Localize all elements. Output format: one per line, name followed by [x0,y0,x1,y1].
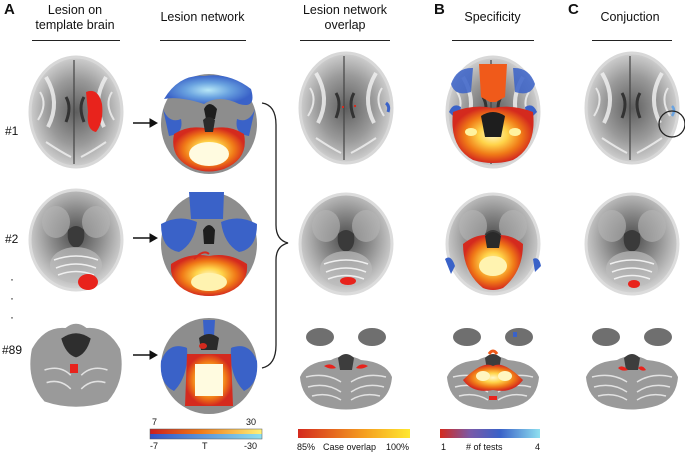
header-lesion-on-template-line2: template brain [35,18,115,32]
tscale-label: T [202,441,208,451]
header-rule-col5 [592,40,672,41]
col3-row3-overlap [299,327,393,411]
case-ellipsis-1: · [10,272,14,286]
col4-row2-specificity [445,192,541,296]
arrow-row2 [133,233,159,243]
lesion-mark [70,364,78,373]
overlap-min: 85% [297,442,316,452]
tests-min: 1 [441,442,447,452]
overlap-label: Case overlap [323,442,377,452]
header-specificity: Specificity [464,10,521,24]
panel-letter-a: A [4,1,15,18]
col1-row1-brain [28,55,124,169]
panel-letter-b: B [434,1,445,18]
col2-row1-network [161,74,257,174]
lesion-mark [78,274,98,290]
header-conjunction: Conjuction [600,10,660,24]
col3-row2-overlap [298,192,394,296]
header-overlap-line2: overlap [324,18,366,32]
case-label-2: #2 [5,232,19,246]
col5-row1-conjunction [584,51,685,165]
lesion-mark [86,90,103,132]
colorbar-tests [440,429,540,438]
header-overlap: Lesion network overlap [285,3,405,33]
header-lesion-network: Lesion network [160,10,245,24]
col5-row2-conjunction [584,192,680,296]
col4-row1-specificity [445,55,541,169]
tscale-pos-max: 30 [246,417,257,427]
header-rule-col4 [452,40,534,41]
highlight-circle [658,110,685,138]
col2-row2-network [161,192,257,296]
col5-row3-conjunction [585,327,679,411]
header-lesion-on-template-line1: Lesion on [47,3,103,17]
arrow-row1 [133,118,159,128]
case-ellipsis-2: · [10,291,14,305]
header-rule-col2 [160,40,246,41]
panel-letter-c: C [568,1,579,18]
grouping-brace [261,102,289,369]
case-label-89: #89 [2,343,23,357]
tscale-neg-min: -7 [150,441,159,451]
colorbar-overlap [298,429,410,438]
tscale-neg-max: -30 [244,441,258,451]
case-ellipsis-3: · [10,310,14,324]
tscale-pos-min: 7 [152,417,158,427]
col4-row3-specificity [446,327,540,411]
colorbar-t-scale [149,428,263,440]
col1-row2-brain [28,188,124,292]
case-label-1: #1 [5,124,19,138]
col2-row3-network [160,318,258,414]
tests-label: # of tests [466,442,503,452]
header-lesion-on-template: Lesion on template brain [20,3,130,33]
arrow-row3 [133,350,159,360]
header-rule-col3 [300,40,390,41]
col1-row3-brain [30,323,122,407]
header-rule-col1 [32,40,120,41]
overlap-max: 100% [386,442,410,452]
header-overlap-line1: Lesion network [302,3,388,17]
col3-row1-overlap [298,51,394,165]
tests-max: 4 [535,442,541,452]
